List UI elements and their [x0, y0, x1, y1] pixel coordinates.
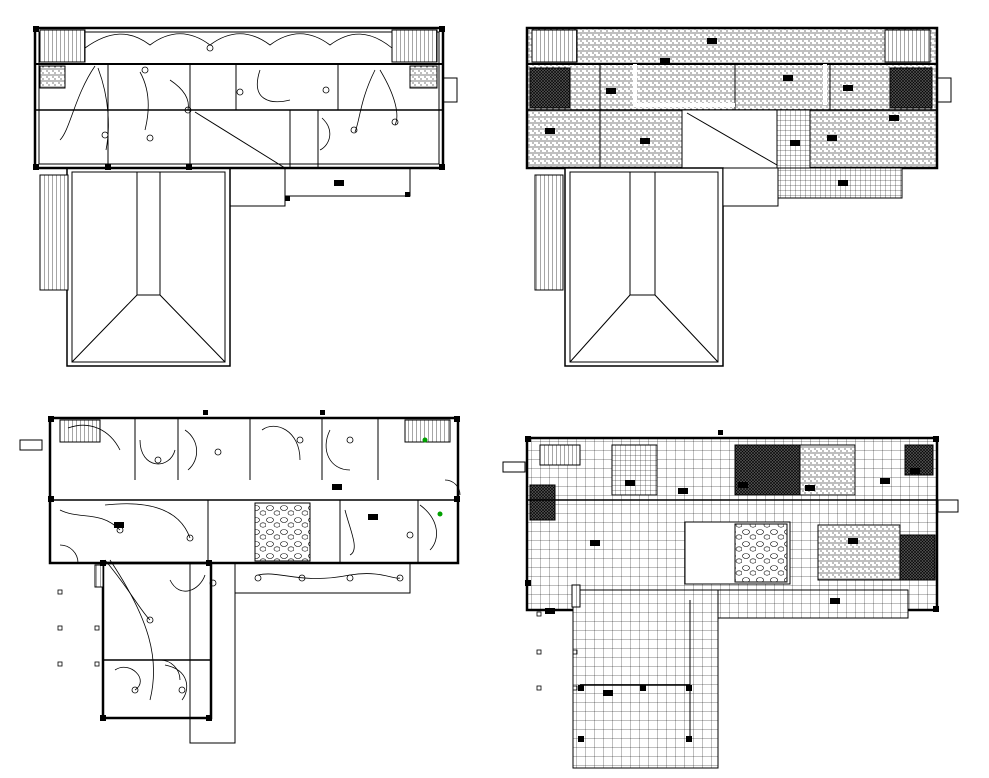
staircase [539, 444, 581, 466]
wet-area-right-lower [899, 534, 936, 581]
stair-right [884, 29, 931, 63]
entry-steps [94, 564, 104, 588]
room-tag [368, 514, 378, 520]
marker [437, 511, 443, 517]
service-meter [19, 439, 43, 451]
panel-ground-floor-flooring [502, 430, 959, 769]
room-tags [545, 38, 899, 186]
garden-court [254, 502, 311, 562]
room-partitions [527, 499, 937, 740]
staircase-right [404, 419, 451, 443]
wiring-runs [59, 424, 437, 701]
room-tags [545, 468, 920, 696]
light-points [101, 44, 399, 142]
projection [936, 77, 952, 103]
boundary-markers [536, 611, 578, 691]
boundary-markers [57, 589, 100, 667]
panel-ground-floor-electrical [19, 410, 461, 744]
columns [48, 410, 460, 721]
entry-steps [571, 584, 581, 608]
staircase-left [59, 419, 101, 443]
columns [33, 26, 445, 201]
fine-tile-room [611, 444, 658, 496]
wet-area-right [889, 67, 933, 109]
tiled-veranda [717, 589, 909, 619]
wet-area-left [529, 484, 556, 521]
columns [525, 430, 939, 742]
hatched-bedroom [817, 524, 901, 581]
room-tag [334, 180, 344, 186]
tiled-bath [776, 109, 811, 169]
marker [422, 437, 428, 443]
roof-plan [66, 111, 411, 367]
wardrobe-hatch [39, 65, 438, 89]
door-swings [59, 479, 461, 681]
side-entry [937, 499, 959, 513]
room-tag [332, 484, 342, 490]
wiring-runs [59, 33, 398, 151]
tiled-wing [572, 589, 719, 769]
panel-upper-floor-flooring [525, 26, 952, 367]
light-points [116, 436, 414, 694]
stair-left [531, 29, 578, 63]
wet-area-left [529, 67, 571, 109]
service-meter [502, 461, 526, 473]
outer-walls [48, 416, 460, 744]
outer-walls [33, 26, 445, 170]
external-steps [39, 77, 458, 291]
room-tag [114, 522, 124, 528]
panel-upper-floor-electrical [33, 26, 458, 367]
roof-plan [564, 167, 779, 367]
external-steps [534, 174, 564, 291]
staircases [39, 29, 438, 63]
